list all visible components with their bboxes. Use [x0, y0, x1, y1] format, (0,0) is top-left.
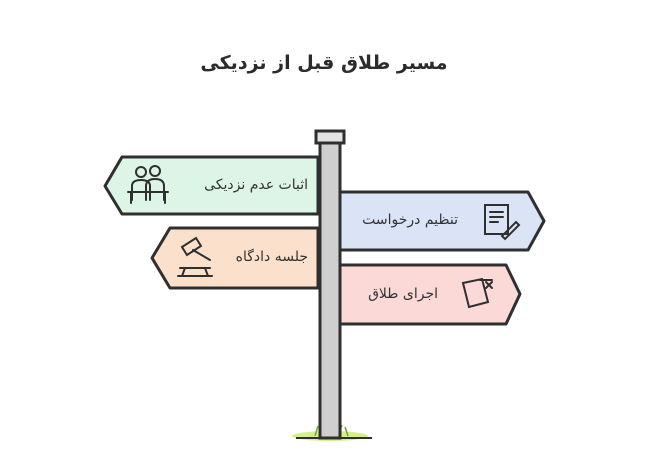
sign-board-3-shape [150, 226, 320, 290]
sign-board-1-shape [103, 155, 320, 216]
sign-label-1: اثبات عدم نزدیکی [204, 177, 308, 193]
sign-post [296, 129, 372, 440]
gavel-icon [177, 236, 213, 277]
sign-board-3 [150, 226, 320, 290]
sign-board-2-shape [338, 190, 546, 252]
sign-board-1 [103, 155, 320, 216]
document-pen-icon [484, 204, 521, 241]
cancel-document-icon [461, 277, 493, 309]
sign-label-2: تنظیم درخواست [362, 212, 458, 228]
sign-label-3: جلسه دادگاه [235, 249, 308, 265]
people-at-table-icon [127, 165, 169, 204]
sign-board-2 [338, 190, 546, 252]
diagram-title: مسیر طلاق قبل از نزدیکی [200, 52, 448, 74]
sign-label-4: اجرای طلاق [368, 286, 438, 302]
